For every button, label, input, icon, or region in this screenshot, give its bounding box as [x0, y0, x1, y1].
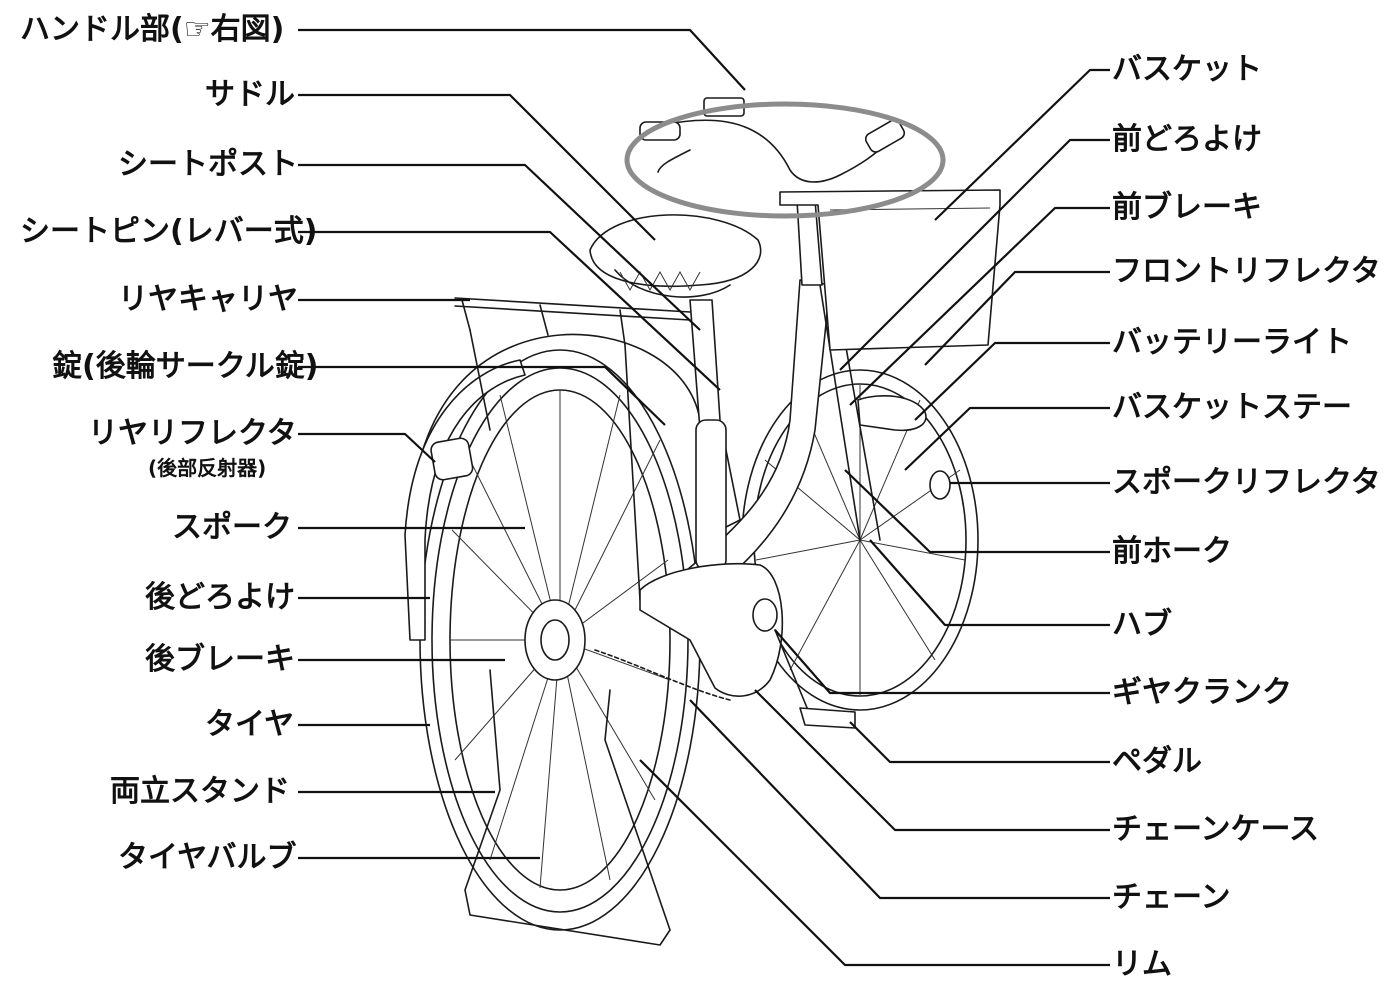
- label-front-reflector: フロントリフレクタ: [1112, 254, 1381, 289]
- label-chain: チェーン: [1112, 880, 1231, 915]
- label-hub: ハブ: [1112, 607, 1172, 642]
- label-rear-reflector-sub: (後部反射器): [148, 456, 267, 480]
- rear-wheel: [404, 333, 701, 931]
- label-pedal: ペダル: [1112, 744, 1202, 779]
- label-rear-fender: 後どろよけ: [145, 580, 295, 615]
- label-gear-crank: ギヤクランク: [1112, 675, 1292, 710]
- label-handlebar: ハンドル部(☞右図): [20, 12, 285, 47]
- label-chain-case: チェーンケース: [1112, 812, 1319, 847]
- label-basket-stay: バスケットステー: [1112, 390, 1352, 425]
- label-rim: リム: [1112, 947, 1172, 982]
- leader-lines-left: [298, 28, 746, 860]
- label-tire: タイヤ: [205, 707, 295, 742]
- label-front-fork: 前ホーク: [1112, 534, 1232, 569]
- front-light-shape: [857, 394, 927, 432]
- rear-reflector-shape: [430, 437, 474, 481]
- frame: [669, 199, 881, 601]
- handlebar-highlight-ring: [624, 101, 946, 219]
- label-spoke: スポーク: [172, 510, 292, 545]
- label-rear-brake: 後ブレーキ: [145, 642, 295, 677]
- chain-case-shape: [594, 562, 784, 701]
- label-rear-reflector: リヤリフレクタ: [88, 416, 297, 451]
- label-seat-pin: シートピン(レバー式): [20, 214, 318, 249]
- label-double-stand: 両立スタンド: [110, 774, 290, 809]
- label-tire-valve: タイヤバルブ: [118, 840, 297, 875]
- label-saddle: サドル: [205, 77, 295, 112]
- label-rear-carrier: リヤキャリヤ: [118, 282, 298, 317]
- rear-carrier-shape: [454, 297, 691, 601]
- label-basket: バスケット: [1112, 52, 1262, 87]
- label-spoke-reflector: スポークリフレクタ: [1112, 465, 1381, 500]
- label-lock: 錠(後輪サークル錠): [52, 349, 319, 384]
- leader-lines-right: [639, 68, 1110, 967]
- label-front-brake: 前ブレーキ: [1112, 190, 1262, 225]
- stand-shape: [464, 669, 671, 946]
- label-seat-post: シートポスト: [118, 147, 298, 182]
- label-battery-light: バッテリーライト: [1112, 325, 1352, 360]
- label-front-fender: 前どろよけ: [1112, 122, 1262, 157]
- saddle-shape: [589, 214, 762, 298]
